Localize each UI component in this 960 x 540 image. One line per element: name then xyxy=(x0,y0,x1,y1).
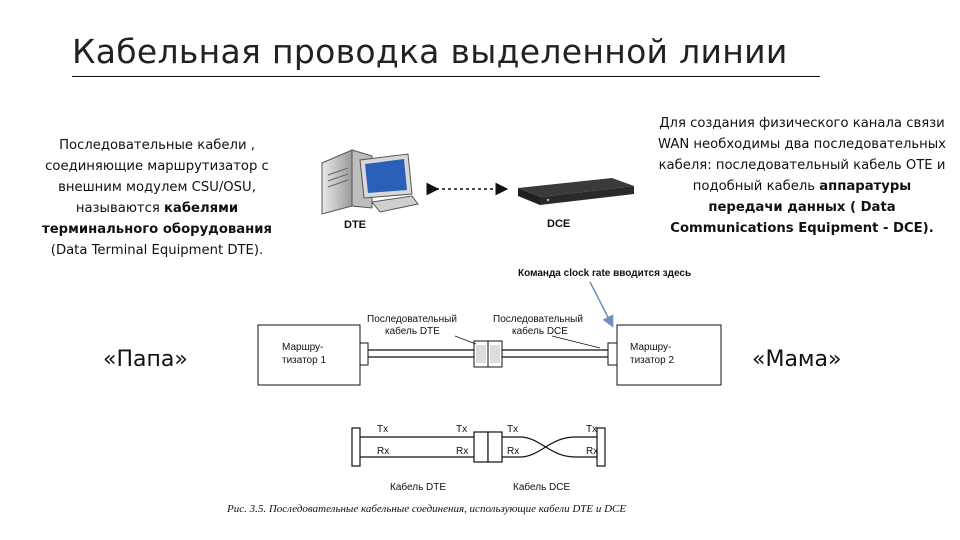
tx-label-1: Tx xyxy=(377,424,388,435)
router-1-port xyxy=(359,342,369,366)
left-description-tail: (Data Terminal Equipment DTE). xyxy=(50,243,264,258)
right-description-intro: Для создания физического канала связи WA… xyxy=(658,116,946,194)
dte-cable-label-line1: Последовательный xyxy=(367,314,457,325)
pinout-diagram xyxy=(351,427,606,467)
computer-icon xyxy=(321,149,419,215)
mama-label: «Мама» xyxy=(752,347,842,372)
left-description-bold: кабелями терминального оборудования xyxy=(42,201,272,237)
router-1-label-line1: Маршру- xyxy=(282,342,323,353)
tx-label-2: Tx xyxy=(456,424,467,435)
rx-label-4: Rx xyxy=(586,446,598,457)
figure-caption: Рис. 3.5. Последовательные кабельные сое… xyxy=(226,503,626,515)
rx-label-2: Rx xyxy=(456,446,468,457)
right-description-bold: аппаратуры передачи данных ( Data Commun… xyxy=(670,179,934,236)
dte-label: DTE xyxy=(344,219,366,231)
clock-rate-arrow xyxy=(589,281,614,328)
rx-label-3: Rx xyxy=(507,446,519,457)
title-underline xyxy=(72,76,820,77)
router-1-label-line2: тизатор 1 xyxy=(282,355,326,366)
rx-label-1: Rx xyxy=(377,446,389,457)
router-2-label-line1: Маршру- xyxy=(630,342,671,353)
dce-label: DCE xyxy=(547,218,570,230)
cable-dce-caption: Кабель DCE xyxy=(513,481,570,493)
tx-label-4: Tx xyxy=(586,424,597,435)
dce-device-icon xyxy=(518,178,634,205)
dce-cable-label-line2: кабель DCE xyxy=(512,325,568,337)
dce-cable-label-line1: Последовательный xyxy=(493,314,583,325)
cable-dte-caption: Кабель DTE xyxy=(390,481,446,493)
right-description: Для создания физического канала связи WA… xyxy=(658,113,946,239)
papa-label: «Папа» xyxy=(103,347,188,372)
dte-cable-label-line2: кабель DTE xyxy=(385,325,440,337)
router-1-box xyxy=(257,324,361,386)
router-2-box xyxy=(616,324,722,386)
tx-label-3: Tx xyxy=(507,424,518,435)
slide-title: Кабельная проводка выделенной линии xyxy=(72,32,788,71)
router-2-port xyxy=(607,342,618,366)
left-description-intro: Последовательные кабели , соединяющие ма… xyxy=(45,138,269,216)
clock-rate-note: Команда clock rate вводится здесь xyxy=(518,268,691,279)
left-description: Последовательные кабели , соединяющие ма… xyxy=(26,135,288,261)
router-2-label-line2: тизатор 2 xyxy=(630,355,674,366)
